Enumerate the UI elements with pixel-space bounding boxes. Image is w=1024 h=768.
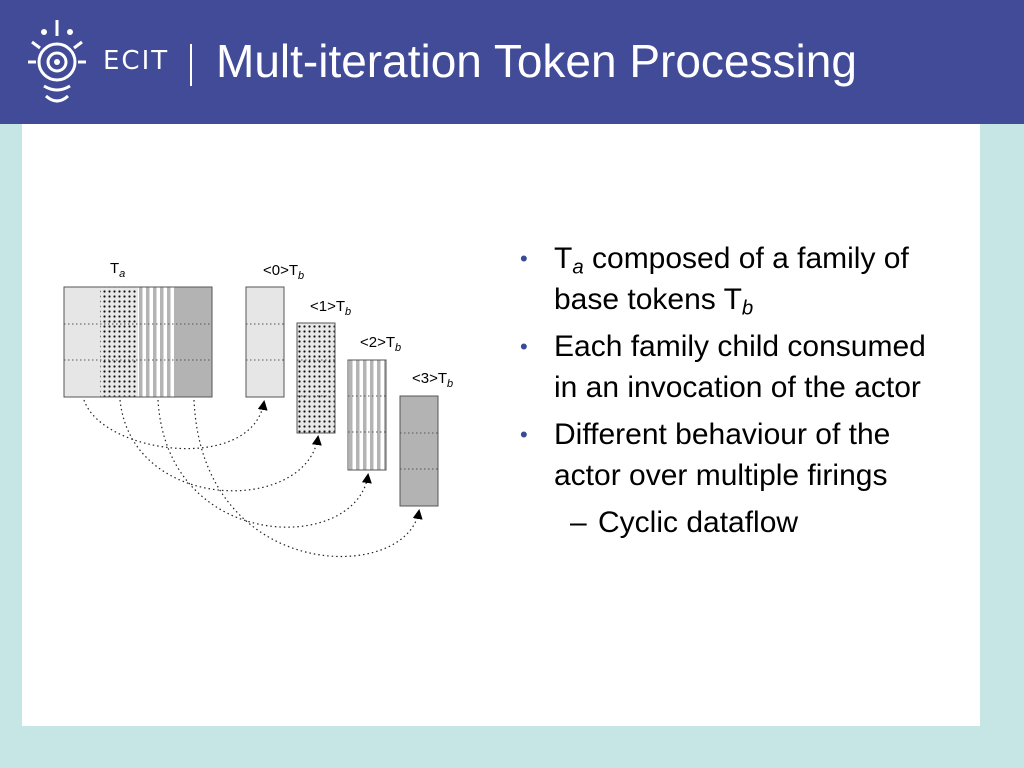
arrow-child-2: [157, 399, 372, 528]
slide-header: ECIT Mult-iteration Token Processing: [0, 0, 1024, 124]
bullet-text: Each family child consumed in an invocat…: [554, 330, 926, 404]
arrow-child-1: [119, 399, 322, 492]
bullet-item: • Ta composed of a family of base tokens…: [514, 238, 954, 320]
child-token-block-3: [399, 395, 439, 507]
child-token-label-0: <0>Tb: [263, 262, 304, 282]
dash-icon: –: [570, 506, 587, 539]
bullet-text: T: [554, 242, 573, 275]
slide-content: Ta <0>Tb <1>Tb: [22, 124, 980, 726]
sub-bullet-text: Cyclic dataflow: [598, 506, 799, 539]
bullet-item: • Different behaviour of the actor over …: [514, 414, 954, 496]
bullet-text: composed of a family of base tokens T: [554, 242, 909, 316]
subscript-text: b: [741, 297, 754, 320]
arrow-child-3: [193, 399, 423, 557]
bullet-text: Different behaviour of the actor over mu…: [554, 418, 891, 492]
bullet-dot-icon: •: [520, 422, 528, 447]
source-token-block: [63, 286, 213, 398]
sub-bullet-item: – Cyclic dataflow: [514, 502, 954, 543]
bullet-list: • Ta composed of a family of base tokens…: [514, 238, 954, 543]
subscript-text: a: [572, 256, 584, 279]
brand-divider: [190, 44, 192, 86]
child-token-label-3: <3>Tb: [412, 370, 453, 390]
token-diagram: Ta <0>Tb <1>Tb: [63, 260, 453, 557]
brand-name: ECIT: [103, 46, 170, 76]
child-token-block-1: [296, 322, 336, 434]
child-token-block-0: [245, 286, 285, 398]
arrow-child-0: [83, 399, 268, 450]
slide-title: Mult-iteration Token Processing: [216, 35, 857, 87]
source-token-label: Ta: [110, 260, 125, 280]
bullet-dot-icon: •: [520, 334, 528, 359]
child-token-label-2: <2>Tb: [360, 334, 401, 354]
ecit-logo-icon: [28, 20, 86, 103]
child-token-block-2: [347, 359, 387, 471]
child-token-label-1: <1>Tb: [310, 298, 351, 318]
bullet-dot-icon: •: [520, 246, 528, 271]
bullet-item: • Each family child consumed in an invoc…: [514, 326, 954, 408]
